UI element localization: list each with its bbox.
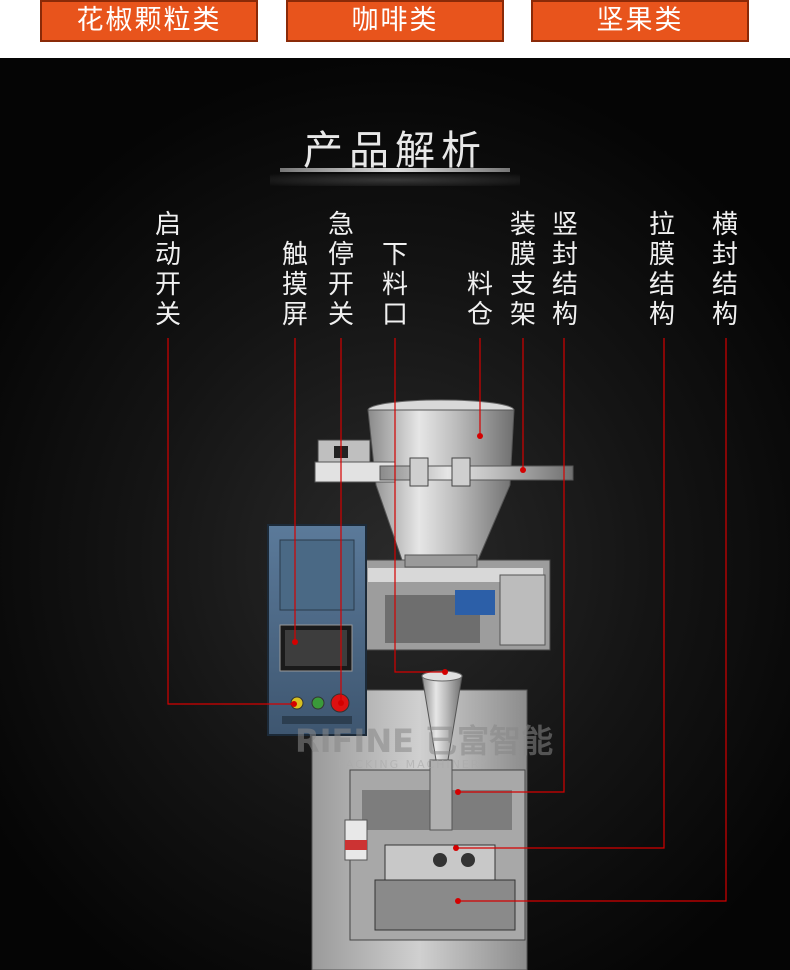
discharge-cone [421,670,463,831]
hopper [367,399,515,568]
category-tab-nuts[interactable]: 坚果类 [531,0,749,42]
section-title: 产品解析 [303,128,487,174]
leader-film-pull [456,338,665,849]
brand-watermark-text: RIFINE 已富智能 [295,722,553,760]
leader-horizontal-seal [458,338,727,902]
label-horizontal-seal: 横封结构 [711,210,738,330]
label-emergency-stop: 急停开关 [327,210,354,330]
brand-watermark-subtext: PACKING MACHINERY [338,758,489,771]
label-touch-screen: 触摸屏 [281,240,308,330]
callout-leader-dots [291,433,526,904]
callout-leader-lines [167,338,727,902]
label-start-switch: 启动开关 [154,210,181,330]
leader-discharge-outlet [394,338,445,673]
control-panel [267,524,367,736]
category-tab-pepper[interactable]: 花椒颗粒类 [40,0,258,42]
title-underline [280,168,510,172]
upper-frame [359,559,551,651]
label-vertical-seal: 竖封结构 [551,210,578,330]
category-tab-coffee[interactable]: 咖啡类 [286,0,504,42]
title-underline-glow [270,174,520,186]
top-controller [314,439,396,483]
category-bar: 花椒颗粒类 咖啡类 坚果类 [0,0,790,58]
label-discharge-outlet: 下料口 [381,240,408,330]
label-film-holder: 装膜支架 [509,210,536,330]
label-film-pull: 拉膜结构 [648,210,675,330]
label-hopper: 料仓 [466,270,493,330]
leader-start-switch [167,338,294,705]
leader-vertical-seal [458,338,565,793]
